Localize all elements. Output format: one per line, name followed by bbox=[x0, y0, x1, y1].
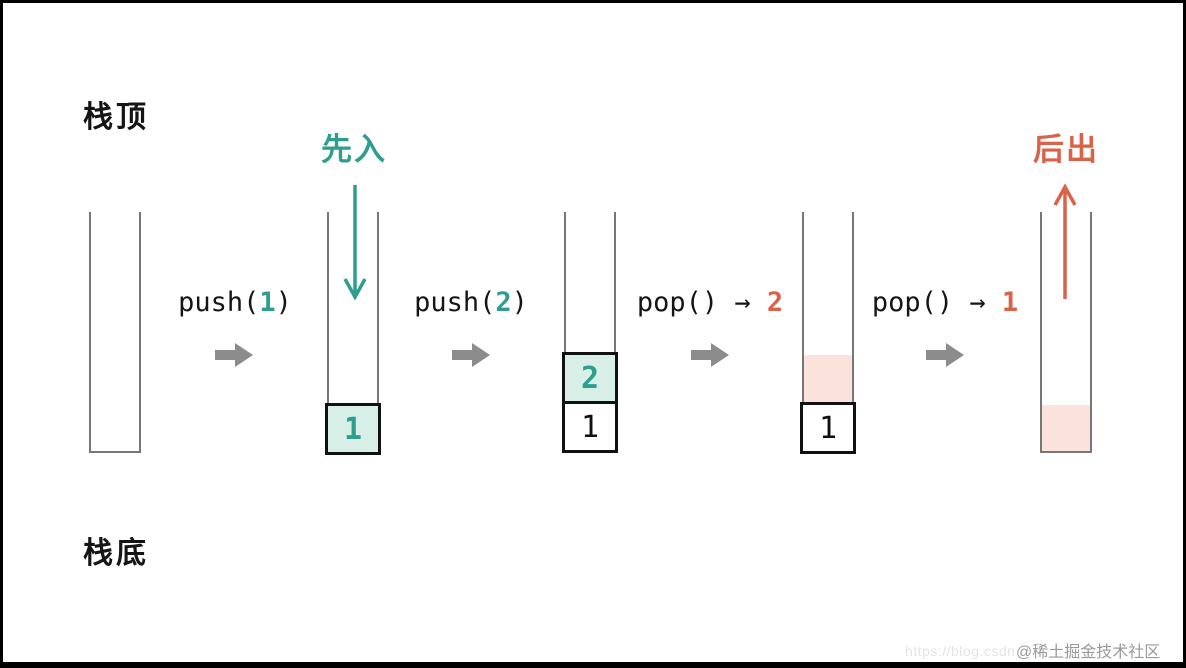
flow-arrow-icon-2 bbox=[452, 343, 490, 367]
op-pop-1: pop() → 1 bbox=[835, 287, 1055, 318]
watermark-community: @稀土掘金技术社区 bbox=[1016, 644, 1161, 661]
watermark-url: https://blog.csdn bbox=[905, 643, 1016, 659]
stack4-popped-ghost bbox=[804, 355, 852, 402]
last-out-up-arrow-icon bbox=[1053, 183, 1077, 299]
first-in-label: 先入 bbox=[321, 132, 387, 167]
stack-tube-5 bbox=[1040, 212, 1092, 453]
frame-right bbox=[1183, 0, 1186, 668]
op-push-1: push(1) bbox=[125, 287, 345, 318]
op-pop-1-call: pop() → bbox=[871, 287, 1002, 318]
stack2-cell-1: 1 bbox=[325, 403, 381, 455]
op-pop-2: pop() → 2 bbox=[600, 287, 820, 318]
stack-top-label: 栈顶 bbox=[83, 101, 149, 134]
op-push-1-value: 1 bbox=[259, 287, 276, 318]
op-push-2: push(2) bbox=[361, 287, 581, 318]
op-pop-1-value: 1 bbox=[1001, 287, 1019, 318]
flow-arrow-icon-1 bbox=[215, 343, 253, 367]
op-push-1-close: ) bbox=[275, 287, 292, 318]
stack-tube-1 bbox=[89, 212, 141, 453]
first-in-down-arrow-icon bbox=[343, 185, 367, 301]
op-push-2-close: ) bbox=[511, 287, 528, 318]
op-push-2-call: push( bbox=[414, 287, 496, 318]
op-push-1-call: push( bbox=[178, 287, 260, 318]
frame-top bbox=[0, 0, 1186, 3]
stack5-popped-ghost bbox=[1042, 405, 1090, 451]
frame-bottom bbox=[0, 662, 1186, 668]
stack4-cell-1: 1 bbox=[800, 402, 856, 454]
flow-arrow-icon-3 bbox=[691, 343, 729, 367]
stack-bottom-label: 栈底 bbox=[83, 537, 149, 570]
stack3-cell-2: 2 bbox=[562, 352, 618, 404]
op-push-2-value: 2 bbox=[495, 287, 512, 318]
last-out-label: 后出 bbox=[1033, 132, 1099, 167]
frame-left bbox=[0, 0, 3, 668]
op-pop-2-value: 2 bbox=[766, 287, 784, 318]
stack3-cell-1: 1 bbox=[562, 401, 618, 453]
flow-arrow-icon-4 bbox=[926, 343, 964, 367]
op-pop-2-call: pop() → bbox=[636, 287, 767, 318]
